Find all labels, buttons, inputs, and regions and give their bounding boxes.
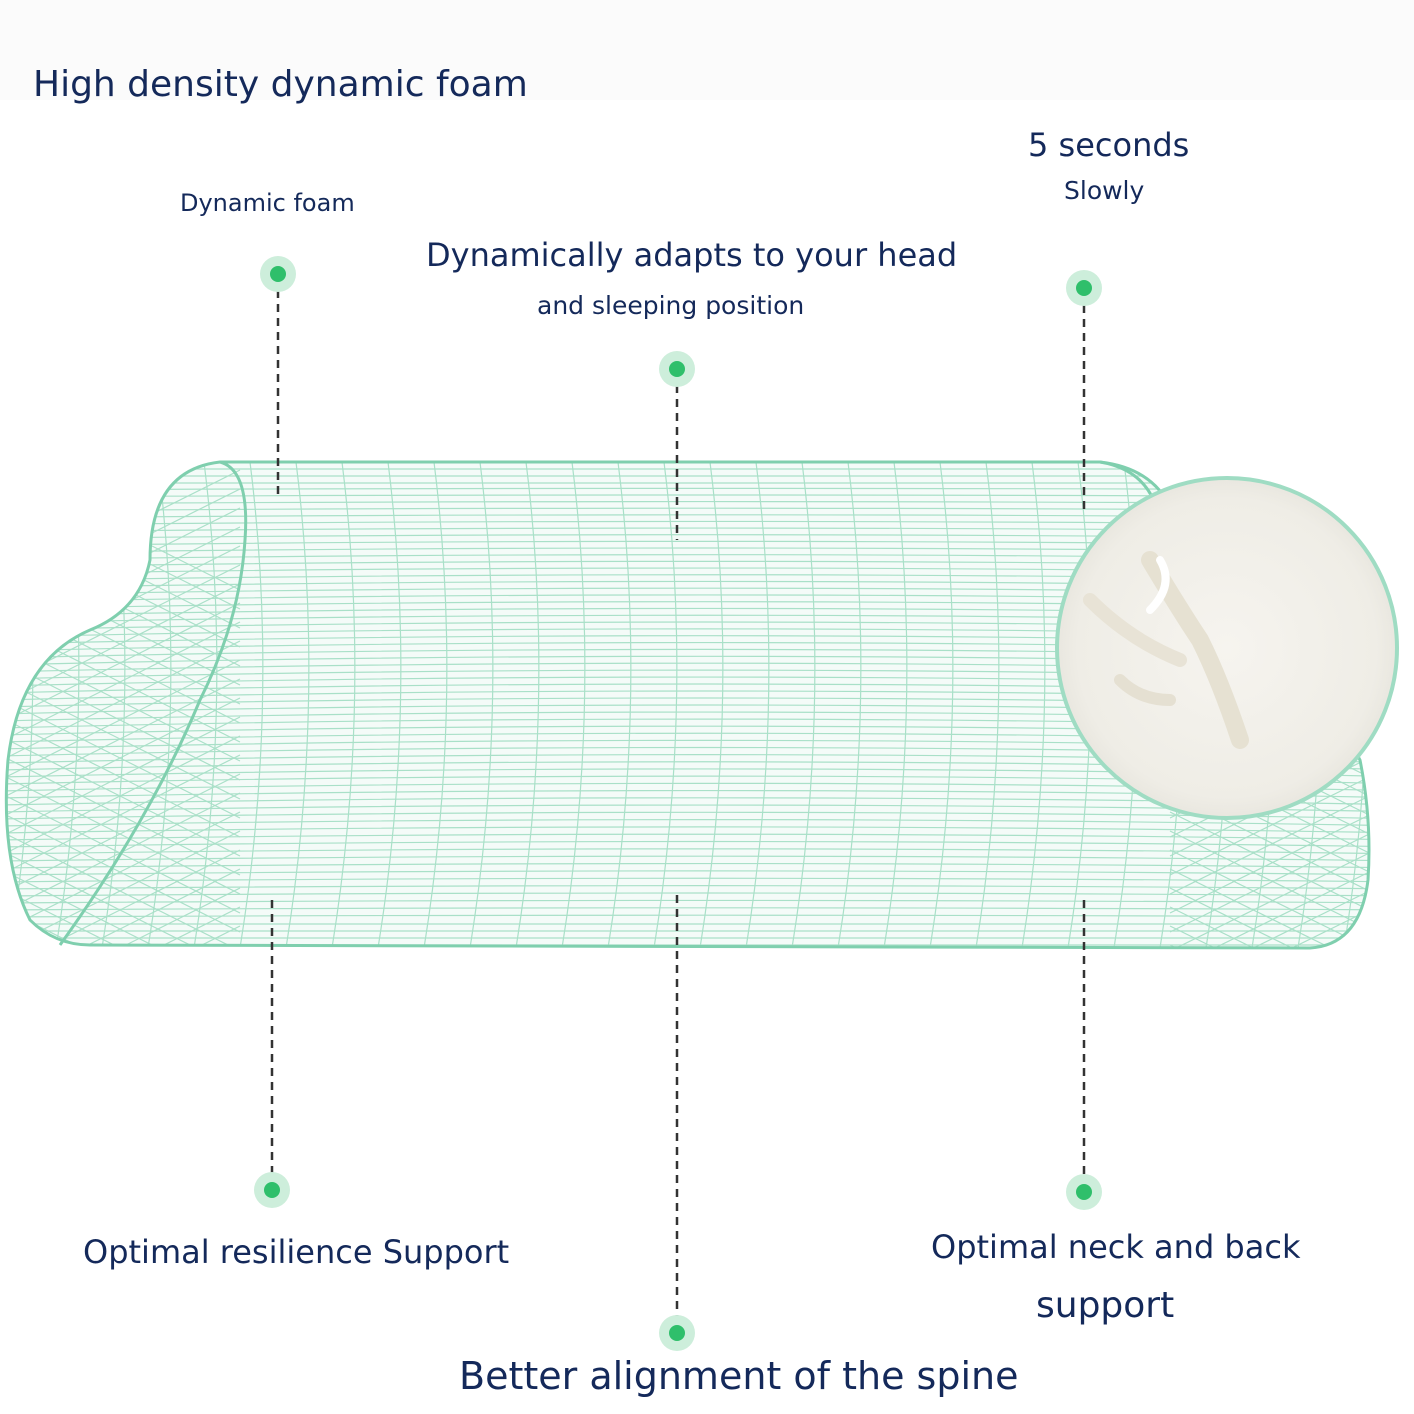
mesh-line [6, 887, 241, 948]
mesh-line [6, 944, 241, 948]
mesh-line [883, 462, 908, 948]
mesh-line [1169, 944, 1369, 948]
mesh-line [6, 887, 241, 948]
mesh-line [1169, 773, 1369, 895]
mesh-line [6, 716, 241, 838]
mesh-line [6, 735, 241, 857]
mesh-line [6, 659, 241, 781]
mesh-line [6, 773, 241, 895]
callout-spine: Better alignment of the spine [459, 1354, 1019, 1398]
mesh-line [6, 583, 241, 705]
mesh-line [331, 462, 356, 948]
mesh-line [791, 462, 816, 948]
mesh-line [1169, 925, 1369, 948]
mesh-line [1169, 792, 1369, 914]
mesh-line [6, 855, 1369, 862]
mesh-line [1169, 906, 1369, 948]
marker-dot-icon [254, 1172, 290, 1208]
mesh-line [745, 462, 770, 948]
mesh-line [6, 868, 241, 948]
mesh-line [6, 870, 1369, 876]
marker-dot-icon [1066, 1174, 1102, 1210]
mesh-line [469, 462, 494, 948]
mesh-line [6, 602, 241, 724]
mesh-line [285, 462, 310, 948]
mesh-line [6, 833, 1369, 841]
foam-closeup [1055, 476, 1399, 820]
mesh-line [147, 462, 172, 948]
mesh-line [6, 840, 1369, 848]
leader-lines [270, 290, 1086, 1318]
mesh-line [423, 462, 448, 948]
callout-adapts-line2: and sleeping position [537, 291, 805, 320]
mesh-line [6, 907, 1369, 911]
marker-dot-icon [260, 256, 296, 292]
mesh-line [6, 640, 241, 762]
mesh-line [6, 819, 1369, 827]
mesh-line [6, 936, 1369, 939]
mesh-line [929, 462, 954, 948]
mesh-line [1169, 830, 1369, 948]
mesh-line [653, 462, 678, 948]
mesh-line [377, 462, 402, 948]
mesh-line [1169, 754, 1369, 876]
callout-adapts-line1: Dynamically adapts to your head [426, 236, 958, 274]
mesh-line [6, 944, 241, 948]
mesh-line [6, 849, 241, 948]
callout-slowly: Slowly [1064, 176, 1145, 205]
mesh-line [6, 906, 241, 948]
callout-dynamic-foam: Dynamic foam [180, 189, 355, 217]
mesh-line [6, 885, 1369, 890]
callout-five-seconds: 5 seconds [1028, 126, 1190, 164]
page-title: High density dynamic foam [33, 64, 528, 105]
mesh-line [515, 462, 540, 948]
mesh-line [561, 462, 586, 948]
mesh-line [1169, 868, 1369, 948]
callout-neck-line2: support [1036, 1285, 1175, 1326]
mesh-line [6, 848, 1369, 855]
callout-resilience: Optimal resilience Support [83, 1233, 510, 1271]
mesh-line [975, 462, 1000, 948]
mesh-line [699, 462, 724, 948]
mesh-line [6, 899, 1369, 904]
mesh-line [1021, 462, 1046, 948]
mesh-line [837, 462, 862, 948]
mesh-line [6, 892, 1369, 897]
mesh-line [239, 462, 264, 948]
marker-dot-icon [659, 1315, 695, 1351]
marker-dots [254, 256, 1102, 1351]
marker-dot-icon [1066, 270, 1102, 306]
callout-neck-line1: Optimal neck and back [931, 1228, 1301, 1266]
marker-dot-icon [659, 351, 695, 387]
mesh-line [6, 877, 1369, 883]
mesh-line [1169, 944, 1369, 948]
mesh-line [1169, 887, 1369, 948]
mesh-line [6, 754, 241, 876]
mesh-line [6, 697, 241, 819]
mesh-line [6, 811, 241, 933]
mesh-line [6, 621, 241, 743]
mesh-line [1169, 811, 1369, 933]
mesh-line [607, 462, 632, 948]
mesh-line [193, 462, 218, 948]
mesh-line [1169, 849, 1369, 948]
